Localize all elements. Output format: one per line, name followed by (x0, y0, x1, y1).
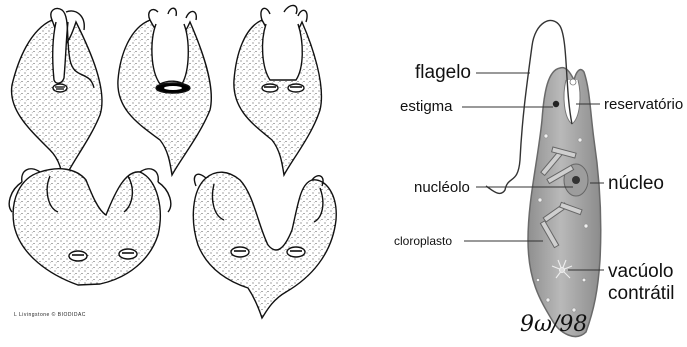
label-contratil: contrátil (608, 284, 675, 303)
division-stage-4 (9, 169, 171, 285)
division-stage-3 (234, 5, 322, 175)
euglena-cell (528, 68, 601, 337)
nucleolus (572, 176, 580, 184)
label-estigma: estigma (400, 99, 453, 114)
division-stage-1 (12, 8, 102, 182)
handwritten-date: 9ω/98 (520, 312, 587, 337)
label-vacuolo: vacúolo (608, 262, 674, 281)
image-credit: L Livingstone © BIODIDAC (14, 312, 86, 318)
stigma-dot (553, 101, 559, 107)
label-reservatorio: reservatório (604, 97, 683, 112)
label-nucleolo: nucléolo (414, 180, 470, 195)
division-stage-2 (118, 8, 211, 175)
label-nucleo: núcleo (608, 174, 664, 193)
division-stage-5 (193, 172, 336, 318)
label-flagelo: flagelo (415, 63, 471, 82)
label-cloroplasto: cloroplasto (394, 235, 452, 247)
